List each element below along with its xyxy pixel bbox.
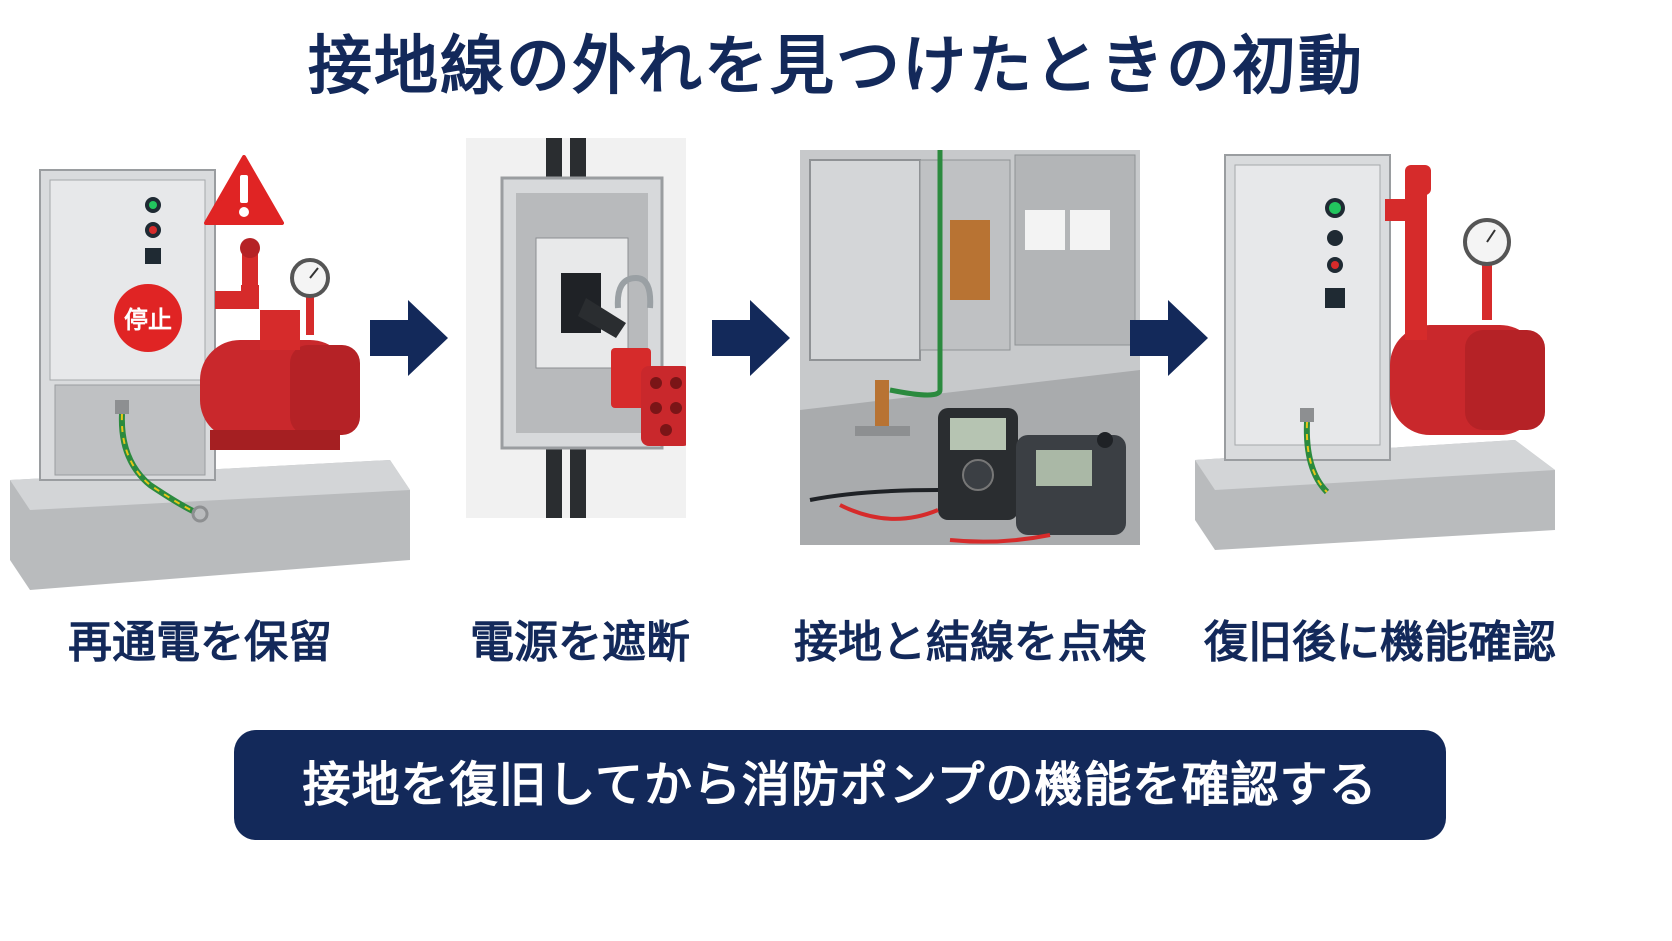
status-indicator-green — [1329, 202, 1341, 214]
step-3-caption: 接地と結線を点検 — [794, 617, 1146, 668]
arrow-right-icon — [712, 298, 792, 382]
stop-badge — [114, 284, 182, 352]
warning-icon — [204, 155, 284, 225]
step-4-caption: 復旧後に機能確認 — [1204, 617, 1556, 668]
stop-badge-label: 停止 — [124, 306, 172, 334]
summary-banner: 接地を復旧してから消防ポンプの機能を確認する — [234, 730, 1446, 840]
arrow-right-icon — [370, 298, 450, 382]
arrow-right-icon — [1130, 298, 1210, 382]
step-3-illustration — [800, 150, 1140, 545]
step-1-illustration: 停止 — [10, 160, 410, 590]
page-title: 接地線の外れを見つけたときの初動 — [308, 30, 1364, 104]
step-2-illustration — [466, 138, 686, 518]
step-1-caption: 再通電を保留 — [68, 617, 332, 668]
step-4-illustration — [1195, 150, 1560, 550]
step-2-caption: 電源を遮断 — [470, 617, 690, 668]
